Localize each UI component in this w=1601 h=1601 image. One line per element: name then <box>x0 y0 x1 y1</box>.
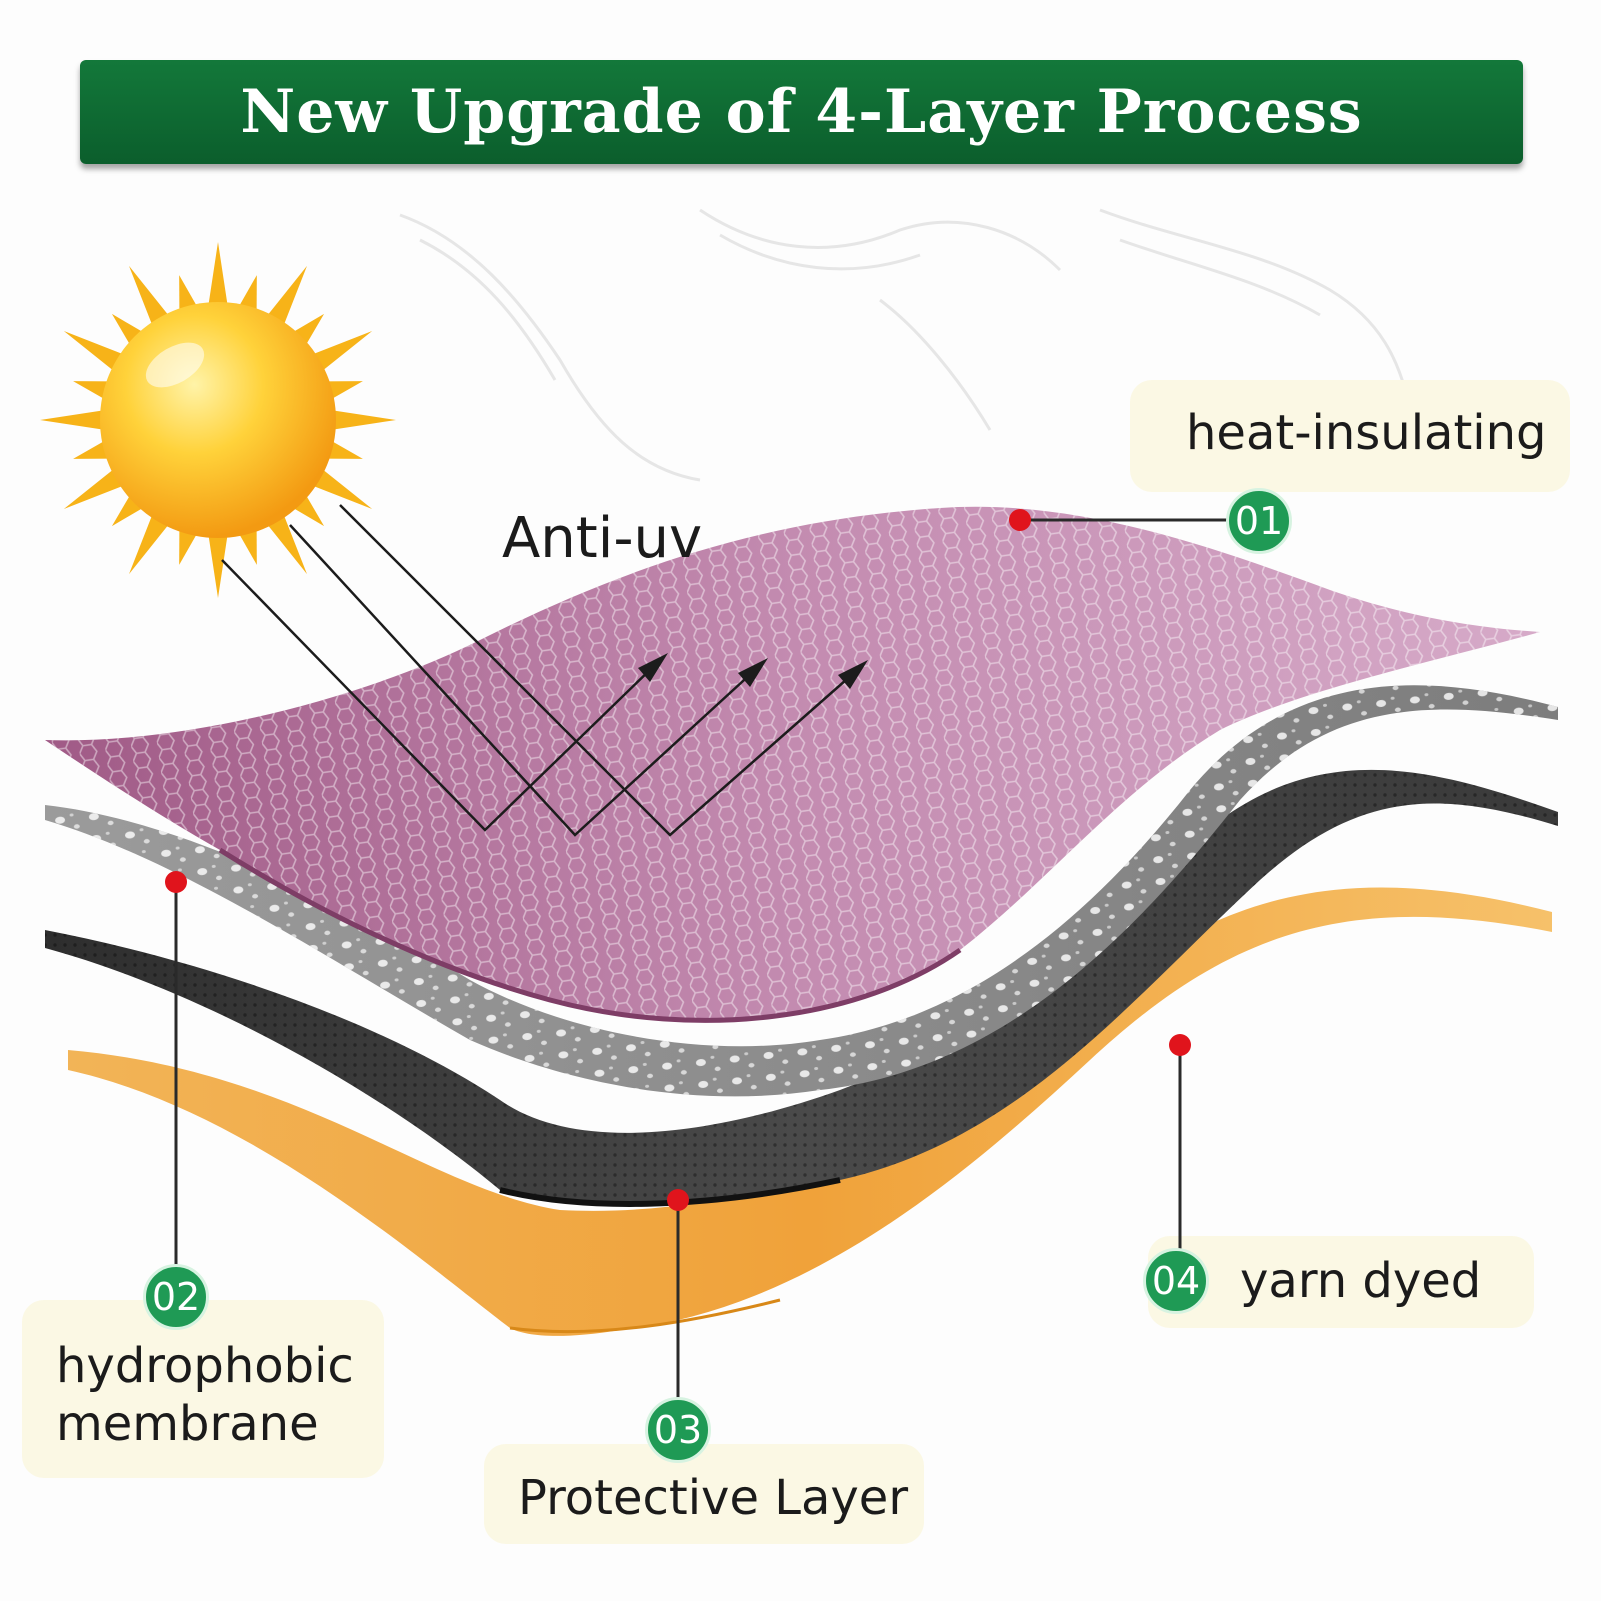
label-box-02 <box>22 1300 384 1478</box>
sun-ray <box>63 331 127 373</box>
sun-ray <box>40 409 107 431</box>
sun-ray <box>129 511 171 575</box>
sun-ray <box>309 467 373 509</box>
background-map-texture <box>399 208 1412 482</box>
uv-ray-arrows <box>221 504 856 837</box>
label-box-03 <box>484 1444 924 1544</box>
layer-markers <box>165 509 1191 1211</box>
badge-02: 02 <box>143 1264 209 1330</box>
leader-lines <box>174 518 1228 1400</box>
sun-ray <box>207 242 229 309</box>
sun-icon <box>40 242 396 598</box>
anti-uv-label: Anti-uv <box>502 506 703 571</box>
badge-01: 01 <box>1226 488 1292 554</box>
label-box-04 <box>1148 1236 1534 1328</box>
layer-02-label-line2: membrane <box>56 1396 319 1452</box>
sun-ray <box>309 331 373 373</box>
layer-04-label: yarn dyed <box>1240 1253 1482 1309</box>
marker-02 <box>165 871 187 893</box>
layer-01-label: heat-insulating <box>1186 405 1547 461</box>
marker-01 <box>1009 509 1031 531</box>
sun-ray <box>329 409 396 431</box>
marker-04 <box>1169 1034 1191 1056</box>
banner-title: New Upgrade of 4-Layer Process <box>240 77 1363 147</box>
sun-ray <box>129 265 171 329</box>
layer-03-label: Protective Layer <box>518 1470 909 1526</box>
badge-04: 04 <box>1143 1248 1209 1314</box>
uv-arrowheads <box>638 653 868 689</box>
label-box-01 <box>1130 380 1570 492</box>
badge-03: 03 <box>645 1397 711 1463</box>
sun-ray <box>265 265 307 329</box>
title-banner: New Upgrade of 4-Layer Process <box>80 60 1523 164</box>
layer-02-label-line1: hydrophobic <box>56 1338 354 1394</box>
sun-ray <box>265 511 307 575</box>
sun-ray <box>63 467 127 509</box>
marker-03 <box>667 1189 689 1211</box>
layer-yarn-dyed <box>68 887 1552 1336</box>
sun-ray <box>207 531 229 598</box>
